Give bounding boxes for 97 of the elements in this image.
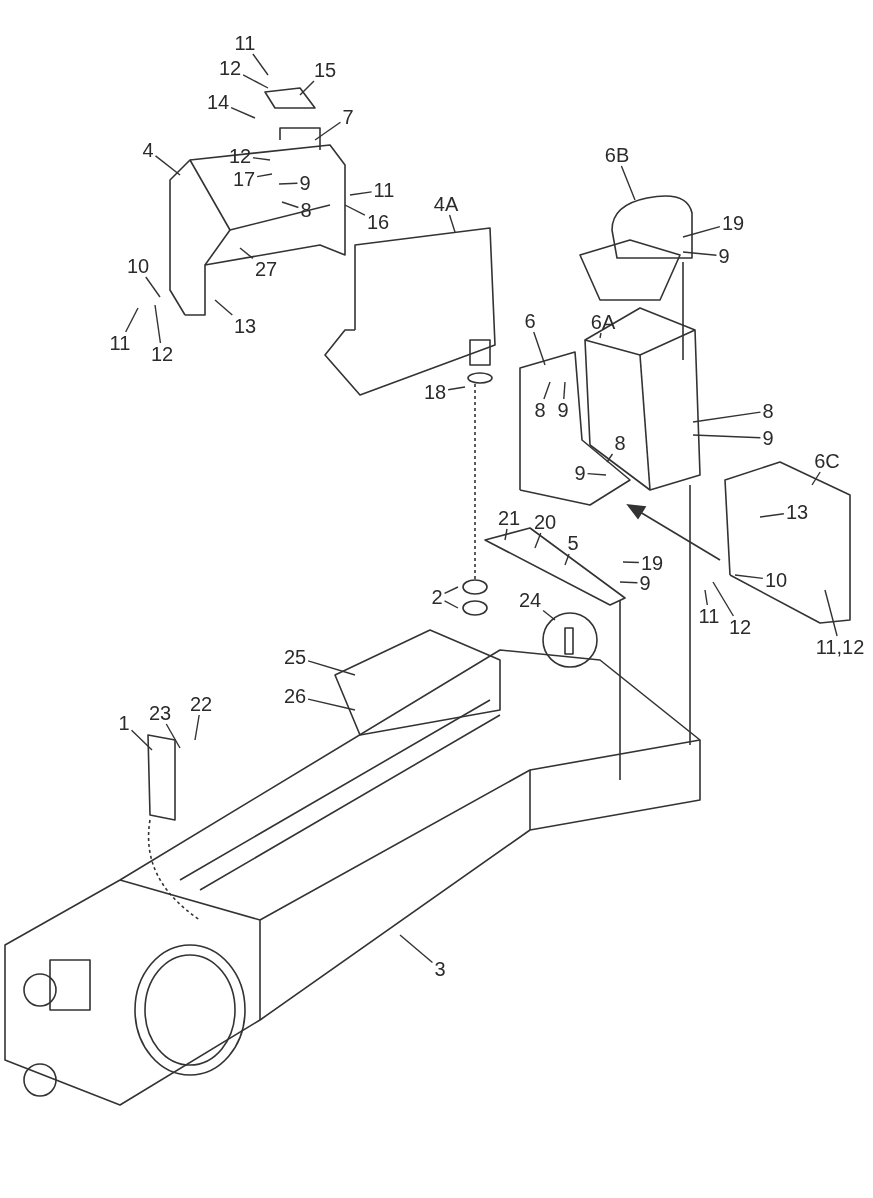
leader-line [811, 471, 821, 486]
leader-line [256, 173, 273, 178]
callout-number: 11 [698, 606, 720, 626]
callout-number: 6B [604, 145, 630, 165]
leader-line [399, 934, 434, 964]
callout-number: 11 [109, 333, 131, 353]
leader-line [692, 434, 762, 439]
callout-number: 27 [254, 259, 278, 279]
leader-line [230, 107, 256, 119]
callout-number: 10 [764, 570, 788, 590]
leader-line [599, 332, 602, 339]
callout-number: 1 [118, 713, 130, 733]
callout-number: 6A [590, 312, 616, 332]
callout-number: 7 [342, 107, 354, 127]
callout-number: 9 [762, 428, 774, 448]
leader-line [448, 214, 456, 233]
callout-number: 24 [518, 590, 542, 610]
callout-number: 3 [434, 959, 446, 979]
leader-line [154, 155, 181, 176]
leader-line [543, 381, 551, 400]
callout-number: 22 [189, 694, 213, 714]
leader-line [281, 201, 300, 209]
leader-line [194, 714, 200, 741]
leader-line [130, 729, 153, 751]
callout-number: 4 [142, 140, 154, 160]
callout-number: 8 [762, 401, 774, 421]
callout-number: 8 [534, 400, 546, 420]
leader-line [344, 204, 366, 216]
leader-line [704, 589, 708, 606]
leader-line [533, 331, 546, 366]
callout-number: 25 [283, 647, 307, 667]
leader-line [252, 53, 269, 76]
leader-line [443, 586, 459, 595]
leader-line [824, 589, 838, 637]
leader-line [242, 74, 269, 89]
leader-line [165, 723, 181, 749]
leader-line [278, 182, 299, 185]
leader-line [734, 574, 764, 580]
callout-number: 8 [614, 433, 626, 453]
callout-number: 11,12 [815, 637, 865, 657]
leader-line [124, 307, 139, 333]
callout-number: 12 [218, 58, 242, 78]
callout-number: 20 [533, 512, 557, 532]
leader-line [606, 453, 614, 463]
callout-number: 9 [574, 463, 586, 483]
leader-line [622, 561, 640, 564]
leader-line [349, 191, 373, 196]
callout-number: 9 [299, 173, 311, 193]
callout-number: 12 [728, 617, 752, 637]
callout-number: 18 [423, 382, 447, 402]
callout-number: 5 [567, 533, 579, 553]
leader-line [307, 698, 356, 711]
leader-line [692, 411, 762, 423]
callout-number: 17 [232, 169, 256, 189]
leader-line [586, 472, 607, 476]
leader-line [619, 581, 639, 584]
callout-number: 9 [718, 246, 730, 266]
leader-line [682, 251, 718, 256]
callout-number: 9 [639, 573, 651, 593]
callout-number: 6C [814, 451, 840, 471]
leader-line [447, 386, 466, 391]
callout-number: 16 [366, 212, 390, 232]
callout-number: 13 [233, 316, 257, 336]
callout-number: 6 [524, 311, 536, 331]
leader-line [564, 553, 570, 566]
leader-line [239, 247, 254, 260]
callout-number: 19 [721, 213, 745, 233]
leader-line [563, 381, 566, 400]
leader-line [214, 299, 233, 316]
leader-line [154, 304, 162, 344]
leader-line [504, 528, 508, 541]
callout-number: 23 [148, 703, 172, 723]
leader-line [712, 581, 735, 617]
callout-number: 12 [150, 344, 174, 364]
callout-number: 19 [640, 553, 664, 573]
callout-number: 10 [126, 256, 150, 276]
leader-line [542, 609, 556, 621]
leader-line [299, 80, 315, 96]
leader-line [759, 513, 785, 518]
callout-number: 2 [431, 587, 443, 607]
callout-number: 15 [313, 60, 337, 80]
leader-line [252, 157, 271, 161]
leader-line [307, 660, 356, 676]
callout-number: 9 [557, 400, 569, 420]
leader-line [443, 600, 459, 609]
callout-number: 11 [373, 180, 395, 200]
callout-number: 14 [206, 92, 230, 112]
callout-number: 13 [785, 502, 809, 522]
callout-number: 26 [283, 686, 307, 706]
callout-number: 21 [497, 508, 521, 528]
callout-number: 4A [433, 194, 459, 214]
leader-line [145, 276, 161, 298]
leader-line [682, 226, 721, 238]
leader-line [314, 121, 342, 141]
leader-line [620, 165, 636, 201]
callout-number: 11 [234, 33, 256, 53]
leader-line [534, 532, 542, 549]
